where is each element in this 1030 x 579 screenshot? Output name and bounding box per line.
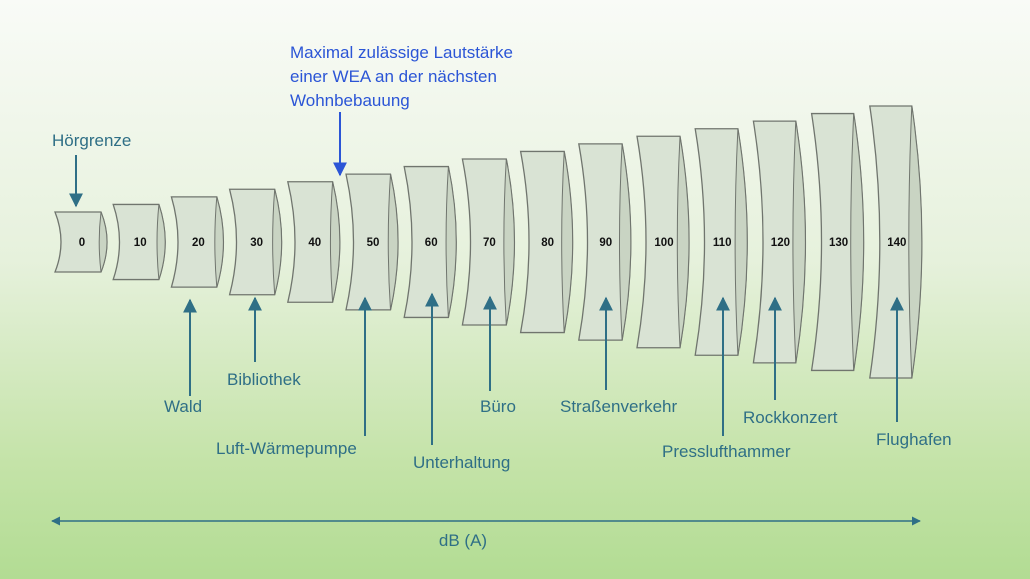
segment-value-label: 30 [250, 237, 263, 249]
segment-70-db: 70 [461, 158, 516, 326]
axis-label: dB (A) [439, 531, 487, 550]
decibel-segments: 0 10 20 30 40 50 60 70 80 90 100 110 120 130 140 [54, 105, 923, 379]
label-presslufthammer: Presslufthammer [662, 442, 791, 461]
segment-value-label: 60 [425, 237, 438, 249]
segment-face [908, 105, 923, 379]
segment-face [329, 181, 341, 303]
segment-100-db: 100 [636, 135, 690, 349]
label-wald: Wald [164, 397, 202, 416]
segment-value-label: 130 [829, 237, 848, 249]
segment-value-label: 70 [483, 237, 496, 249]
segment-value-label: 110 [713, 237, 732, 249]
segment-60-db: 60 [403, 165, 457, 319]
label-hoergrenze: Hörgrenze [52, 131, 131, 150]
wea-limit-callout: Maximal zulässige Lautstärke einer WEA a… [290, 43, 513, 177]
segment-value-label: 20 [192, 237, 205, 249]
segment-20-db: 20 [170, 196, 225, 288]
wea-limit-line-1: Maximal zulässige Lautstärke [290, 43, 513, 62]
segment-face [445, 166, 457, 318]
label-strassenverkehr: Straßenverkehr [560, 397, 677, 416]
label-waermepumpe: Luft-Wärmepumpe [216, 439, 357, 458]
segment-face [387, 174, 399, 310]
wea-limit-line-2: einer WEA an der nächsten [290, 67, 497, 86]
label-flughafen: Flughafen [876, 430, 952, 449]
segment-face [156, 204, 166, 280]
wea-limit-line-3: Wohnbebauung [290, 91, 410, 110]
segment-face [98, 211, 108, 273]
segment-value-label: 10 [134, 237, 147, 249]
segment-face [503, 158, 515, 326]
segment-face [272, 189, 283, 295]
segment-140-db: 140 [869, 105, 923, 379]
segment-value-label: 90 [599, 237, 612, 249]
segment-value-label: 100 [654, 237, 673, 249]
segment-30-db: 30 [228, 188, 283, 296]
segment-0-db: 0 [54, 211, 108, 273]
segment-face [561, 151, 574, 333]
segment-value-label: 50 [367, 237, 380, 249]
segment-face [850, 113, 865, 371]
segment-value-label: 40 [308, 237, 321, 249]
segment-face [619, 143, 632, 341]
segment-50-db: 50 [345, 173, 399, 311]
segment-10-db: 10 [112, 203, 166, 281]
label-bibliothek: Bibliothek [227, 370, 301, 389]
segment-value-label: 140 [887, 237, 906, 249]
label-buero: Büro [480, 397, 516, 416]
segment-face [214, 196, 224, 288]
segment-40-db: 40 [286, 181, 341, 303]
label-rockkonzert: Rockkonzert [743, 408, 838, 427]
segment-face [676, 136, 690, 348]
segment-130-db: 130 [810, 112, 865, 372]
segment-110-db: 110 [694, 128, 748, 356]
segment-90-db: 90 [578, 143, 632, 341]
segment-value-label: 120 [771, 237, 790, 249]
segment-value-label: 0 [79, 237, 85, 249]
segment-face [734, 128, 748, 356]
segment-120-db: 120 [752, 120, 807, 364]
segment-80-db: 80 [519, 150, 574, 334]
segment-face [792, 121, 806, 363]
segment-value-label: 80 [541, 237, 554, 249]
label-unterhaltung: Unterhaltung [413, 453, 510, 472]
